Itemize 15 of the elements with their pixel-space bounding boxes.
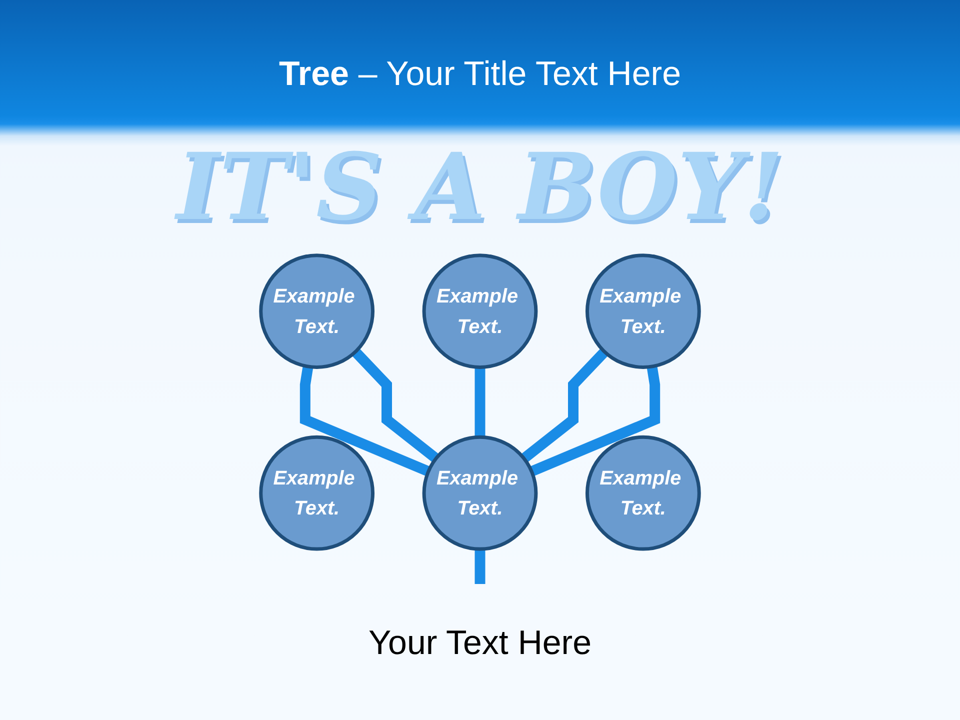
circle-node: Example Text. (422, 254, 538, 369)
caption-text: Your Text Here (368, 623, 592, 664)
branch-line (474, 367, 486, 438)
trunk-line (474, 549, 486, 584)
branch-line (520, 348, 608, 463)
circle-node: Example Text. (259, 254, 375, 369)
circle-node: Example Text. (422, 435, 538, 551)
circle-node: Example Text. (259, 435, 375, 551)
circle-node: Example Text. (585, 435, 701, 551)
circle-node: Example Text. (585, 254, 701, 369)
branch-line (352, 348, 440, 463)
background-text: IT'S A BOY! (176, 134, 784, 240)
slide-title: Tree – Your Title Text Here (279, 54, 681, 95)
branch-line (530, 366, 660, 476)
branch-line (300, 366, 430, 476)
